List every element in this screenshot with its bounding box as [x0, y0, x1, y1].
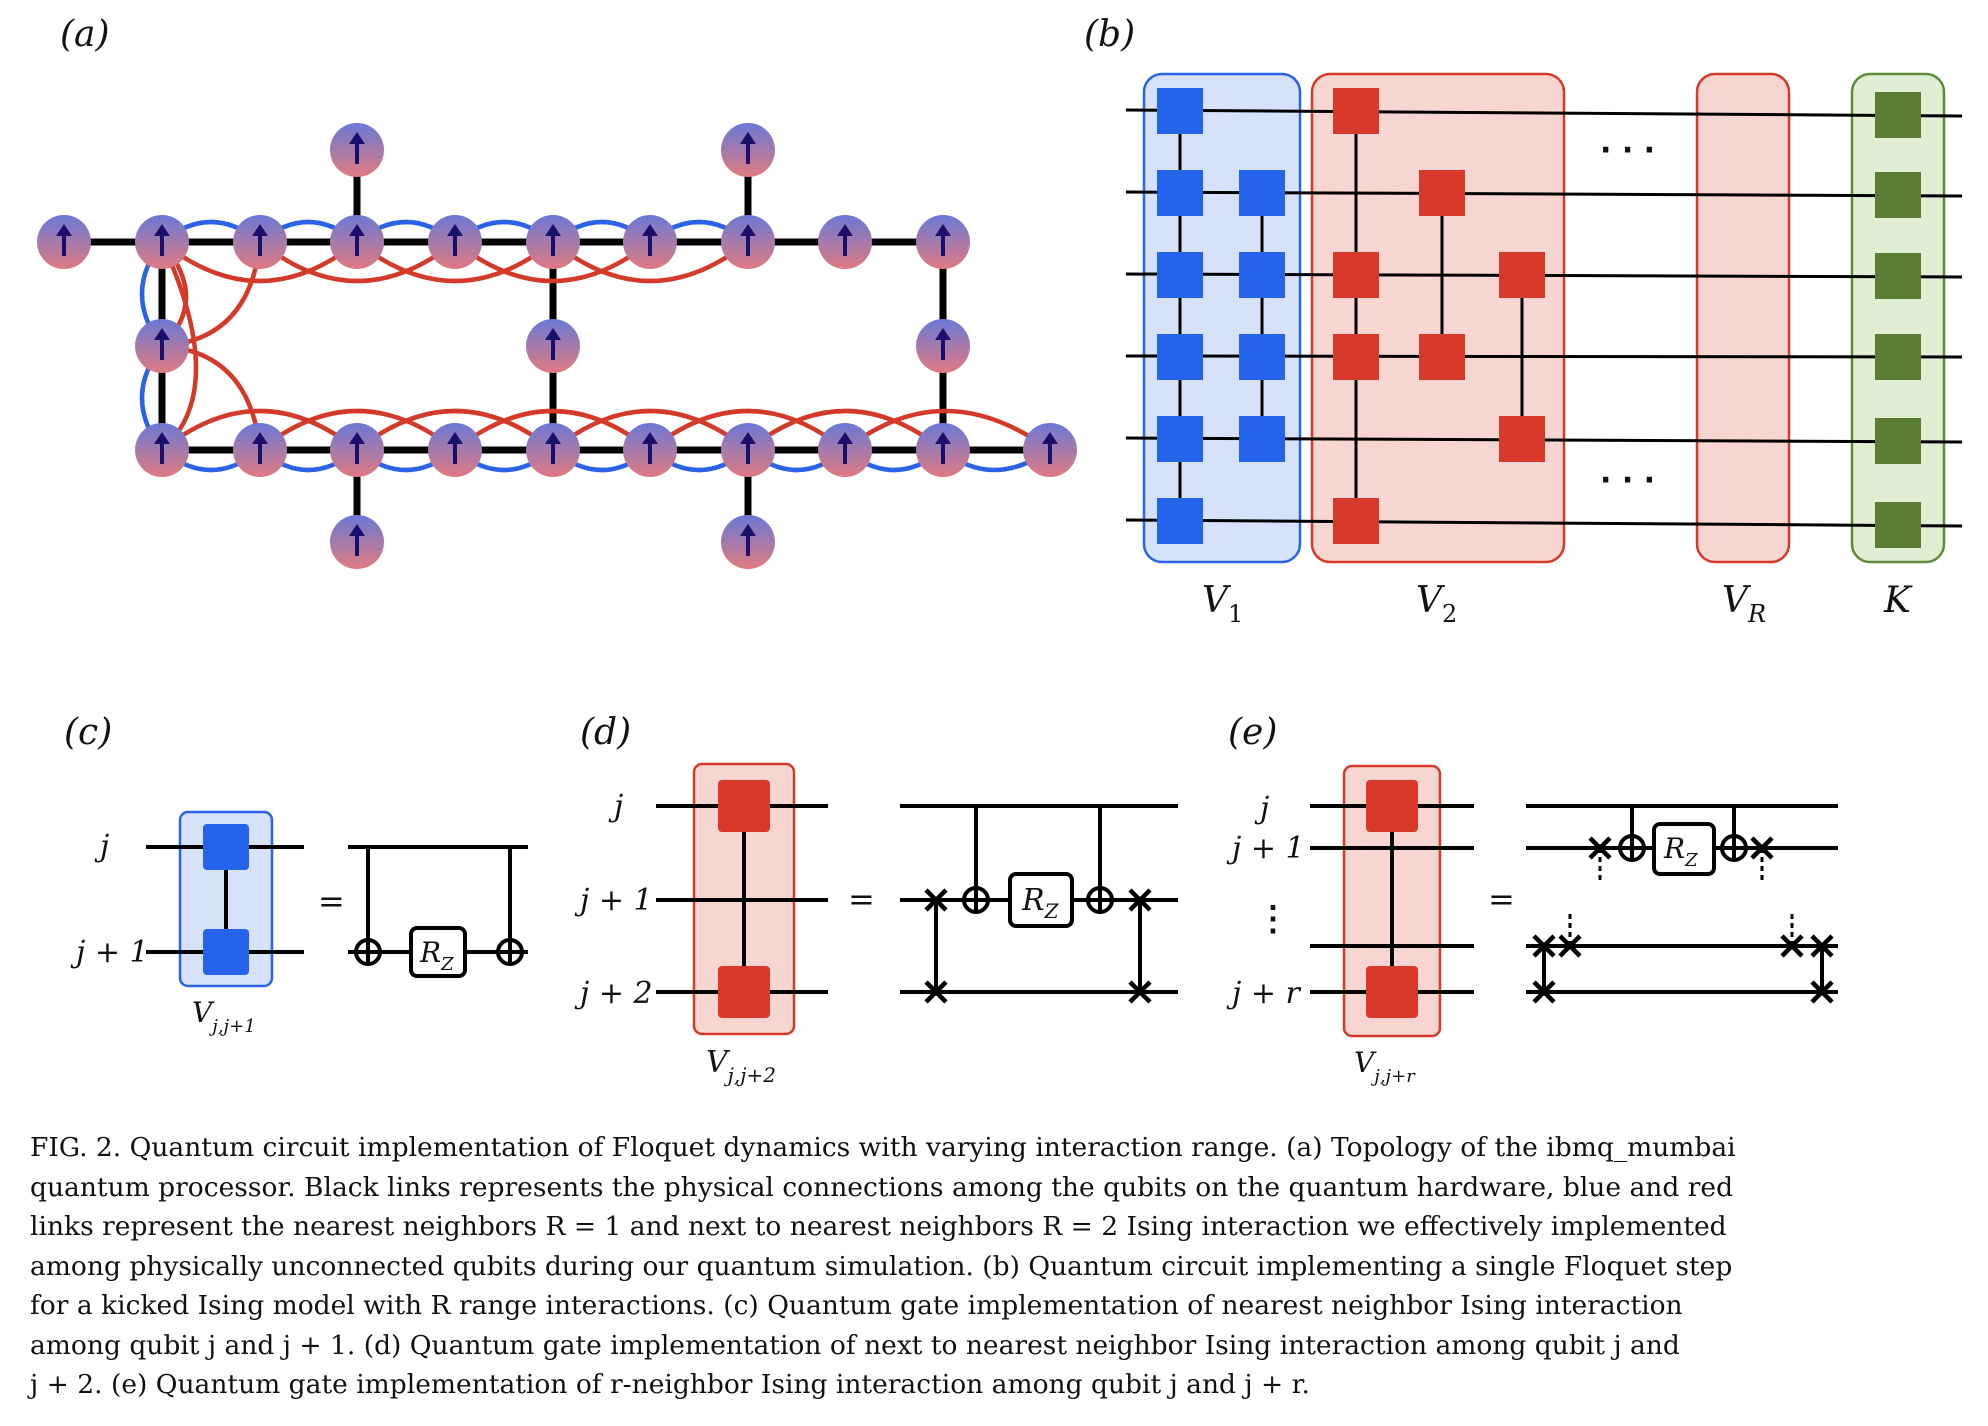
svg-text:V1: V1 — [1202, 580, 1243, 628]
panel-e: (e) j j + 1 ⋮ j + r Vj,j+r = — [1226, 712, 1838, 1087]
wire-label-j1: j + 1 — [70, 935, 149, 970]
rz-gate-d: RZ — [1021, 883, 1060, 923]
ellipsis-bottom: · · · — [1600, 463, 1655, 498]
caption-line-1: FIG. 2. Quantum circuit implementation o… — [30, 1132, 1736, 1163]
ellipsis-top: · · · — [1600, 133, 1655, 168]
k-block — [1850, 72, 1946, 564]
wire-label-j: j — [94, 829, 109, 864]
v2-gates — [1333, 88, 1545, 544]
caption-line-5: for a kicked Ising model with R range in… — [30, 1290, 1683, 1321]
equals-c: = — [318, 882, 345, 920]
caption-line-3: links represent the nearest neighbors R … — [30, 1211, 1727, 1242]
figure-canvas: (a) — [35, 14, 1963, 1087]
panel-d-label: (d) — [580, 712, 631, 753]
svg-text:j + r: j + r — [1226, 976, 1302, 1011]
panel-a-label: (a) — [60, 14, 110, 55]
panel-c-label: (c) — [64, 712, 112, 753]
panel-b-label: (b) — [1084, 14, 1135, 55]
panel-c: (c) j j + 1 Vj,j+1 = RZ — [64, 712, 528, 1037]
svg-text:j: j — [1254, 791, 1269, 826]
svg-text:VR: VR — [1722, 580, 1766, 628]
svg-text:K: K — [1883, 580, 1913, 621]
svg-text:⋮: ⋮ — [1256, 899, 1290, 939]
vr-block — [1695, 72, 1791, 564]
gate-label-vjj1: Vj,j+1 — [192, 996, 256, 1037]
v1-block — [1142, 72, 1302, 564]
caption-line-2: quantum processor. Black links represent… — [30, 1171, 1734, 1203]
k-gates — [1875, 92, 1921, 548]
v2-block — [1310, 72, 1566, 564]
v1-gates — [1157, 88, 1285, 544]
gate-label-vjj2: Vj,j+2 — [706, 1045, 776, 1087]
panel-d: (d) j j + 1 j + 2 Vj,j+2 = RZ — [574, 712, 1178, 1087]
svg-text:j + 1: j + 1 — [574, 883, 653, 918]
caption-line-4: among physically unconnected qubits duri… — [30, 1250, 1733, 1282]
gate-label-vjjr: Vj,j+r — [1354, 1046, 1416, 1087]
panel-e-label: (e) — [1228, 712, 1277, 753]
rz-gate-c: RZ — [419, 936, 454, 975]
panel-b: (b) — [1084, 14, 1963, 628]
svg-text:V2: V2 — [1416, 580, 1457, 628]
svg-text:j + 2: j + 2 — [574, 976, 653, 1011]
block-labels: V1 V2 VR K — [1202, 580, 1913, 628]
rz-gate-e: RZ — [1663, 832, 1698, 871]
figure-caption: FIG. 2. Quantum circuit implementation o… — [30, 1128, 1958, 1405]
caption-line-7: j + 2. (e) Quantum gate implementation o… — [30, 1369, 1310, 1400]
caption-line-6: among qubit j and j + 1. (d) Quantum gat… — [30, 1329, 1680, 1361]
svg-text:=: = — [848, 880, 875, 918]
svg-text:=: = — [1488, 880, 1515, 918]
svg-text:j: j — [608, 789, 623, 824]
panel-a: (a) — [35, 14, 1079, 571]
svg-text:j + 1: j + 1 — [1226, 831, 1305, 866]
